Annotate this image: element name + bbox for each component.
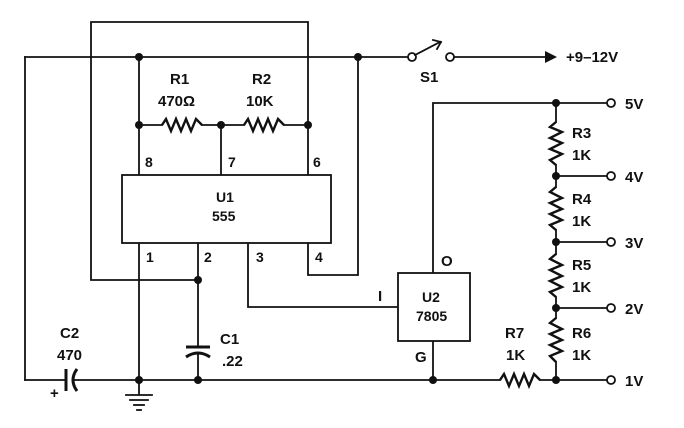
output-1v-label: 1V xyxy=(625,373,643,390)
terminal-4v xyxy=(606,171,616,181)
r5-ref: R5 xyxy=(572,257,591,274)
junction-dots xyxy=(135,53,560,384)
resistor-r6 xyxy=(547,317,565,363)
supply-label: +9–12V xyxy=(566,49,618,66)
u2-pin-out: O xyxy=(441,253,453,270)
r5-value: 1K xyxy=(572,279,591,296)
capacitor-c1 xyxy=(185,345,211,359)
u2-pin-in: I xyxy=(378,288,382,305)
u1-pin-1: 1 xyxy=(146,249,154,265)
resistor-r1 xyxy=(161,115,203,135)
resistor-r2 xyxy=(243,115,285,135)
r3-ref: R3 xyxy=(572,125,591,142)
u1-part: 555 xyxy=(212,208,236,224)
c2-polarity: + xyxy=(50,385,59,402)
r2-ref: R2 xyxy=(252,71,271,88)
r1-value: 470Ω xyxy=(158,93,195,110)
c1-value: .22 xyxy=(222,353,243,370)
u1-pin-3: 3 xyxy=(256,249,264,265)
u2-pin-gnd: G xyxy=(415,349,427,366)
r3-value: 1K xyxy=(572,147,591,164)
u1-ref: U1 xyxy=(216,189,234,205)
u1-pin-6: 6 xyxy=(313,154,321,170)
r7-ref: R7 xyxy=(505,325,524,342)
r6-ref: R6 xyxy=(572,325,591,342)
r4-value: 1K xyxy=(572,213,591,230)
r6-value: 1K xyxy=(572,347,591,364)
output-2v-label: 2V xyxy=(625,301,643,318)
r4-ref: R4 xyxy=(572,191,592,208)
switch-label: S1 xyxy=(420,69,438,86)
terminal-5v xyxy=(606,98,616,108)
u2-regulator xyxy=(397,272,471,342)
r7-value: 1K xyxy=(506,347,525,364)
resistor-r3 xyxy=(547,121,565,166)
u1-chip xyxy=(121,174,332,244)
c1-ref: C1 xyxy=(220,331,239,348)
capacitor-c2 xyxy=(64,368,79,392)
terminal-2v xyxy=(606,303,616,313)
terminal-1v xyxy=(606,375,616,385)
output-4v-label: 4V xyxy=(625,169,643,186)
resistor-r7 xyxy=(499,370,541,390)
output-3v-label: 3V xyxy=(625,235,643,252)
u2-part: 7805 xyxy=(416,308,447,324)
u2-ref: U2 xyxy=(422,289,440,305)
output-5v-label: 5V xyxy=(625,96,643,113)
u1-pin-8: 8 xyxy=(145,154,153,170)
resistor-r4 xyxy=(547,186,565,231)
resistor-r5 xyxy=(547,253,565,298)
wires xyxy=(24,21,608,395)
u1-pin-2: 2 xyxy=(204,249,212,265)
u1-pin-7: 7 xyxy=(228,154,236,170)
r2-value: 10K xyxy=(246,93,274,110)
c2-ref: C2 xyxy=(60,325,79,342)
u1-pin-4: 4 xyxy=(315,249,323,265)
ground-icon xyxy=(125,394,153,411)
c2-value: 470 xyxy=(57,347,82,364)
supply-arrow-icon xyxy=(545,51,557,63)
r1-ref: R1 xyxy=(170,71,189,88)
terminal-3v xyxy=(606,237,616,247)
switch-s1 xyxy=(407,38,455,62)
